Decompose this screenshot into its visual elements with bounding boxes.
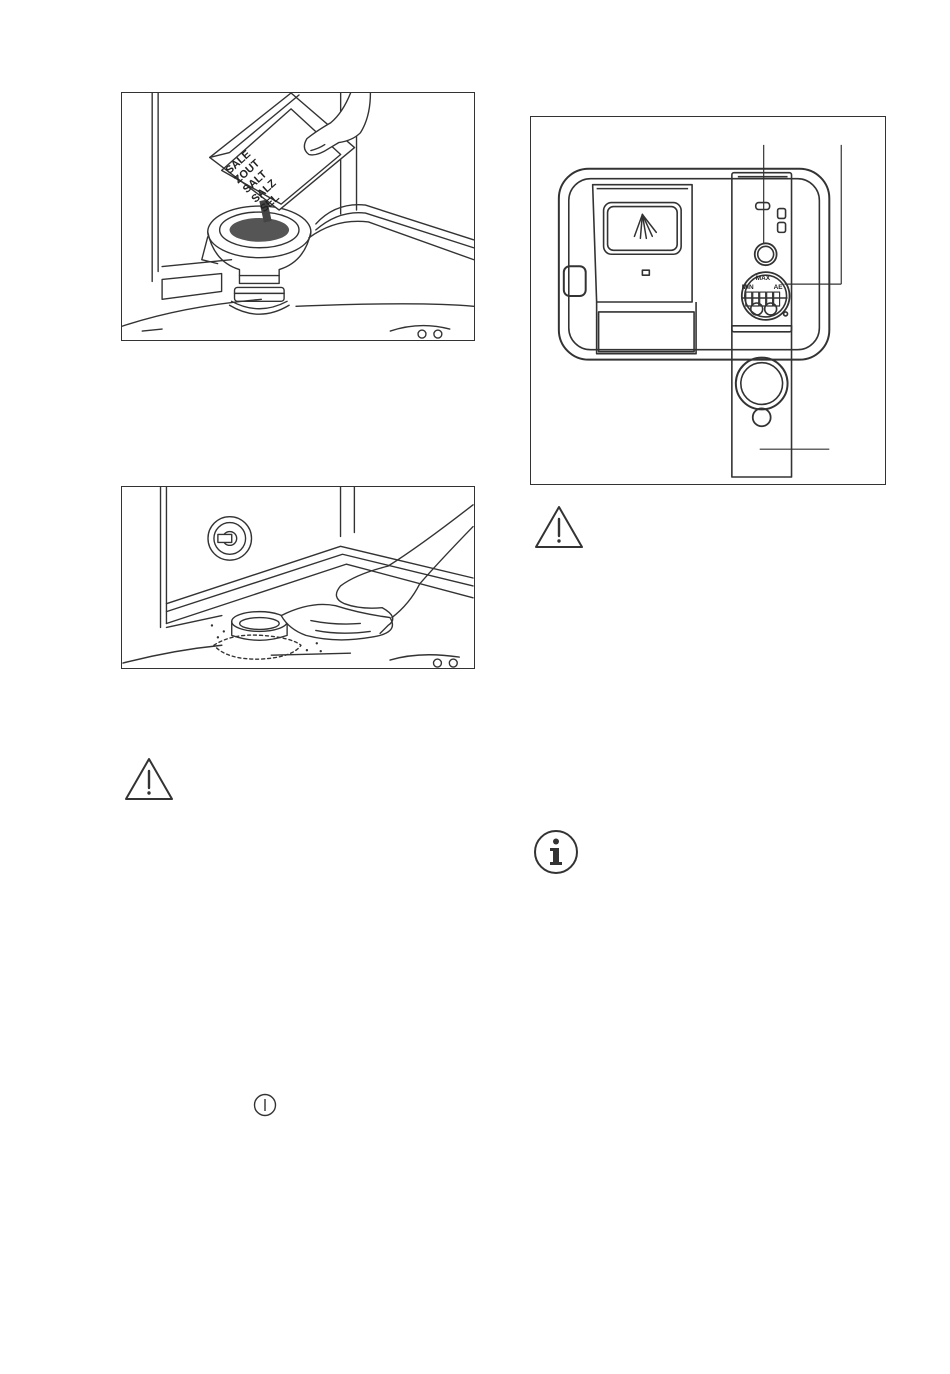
warning-triangle-icon — [534, 505, 584, 549]
info-icon — [533, 829, 579, 875]
salt-filling-drawing: SALE ZOUT SALT SALZ SEL — [122, 93, 474, 340]
warning-triangle-icon — [124, 757, 174, 801]
salt-filling-illustration: SALE ZOUT SALT SALZ SEL — [121, 92, 475, 341]
dispenser-drawing: MAX MIN AE — [531, 117, 885, 484]
wiping-salt-cap-illustration — [121, 486, 475, 669]
indicator-max-label: MAX — [756, 275, 771, 282]
indicator-right-label: AE — [774, 284, 784, 291]
wiping-drawing — [122, 487, 474, 668]
dispenser-panel-illustration: MAX MIN AE — [530, 116, 886, 485]
indicator-scale-label: MIN — [742, 284, 754, 291]
power-icon — [253, 1093, 277, 1117]
